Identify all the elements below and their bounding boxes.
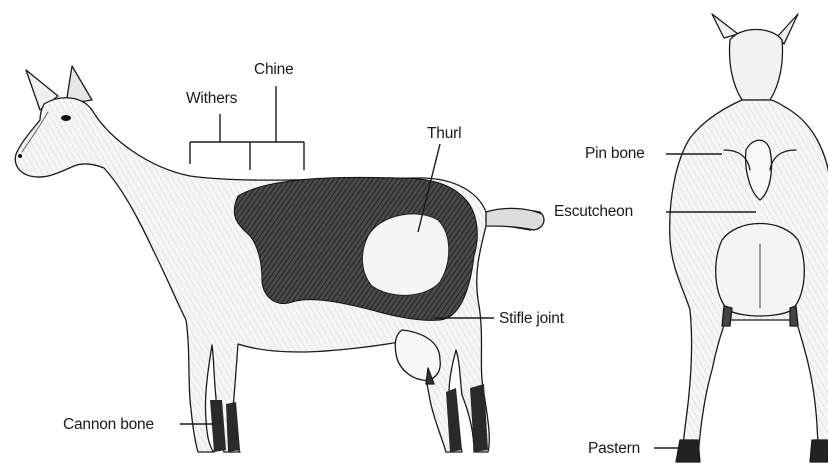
goat-tail bbox=[486, 208, 544, 230]
label-stifle-joint: Stifle joint bbox=[499, 311, 564, 327]
goat-front-leg2-shade bbox=[226, 402, 240, 452]
rear-goat-hoof-right bbox=[810, 440, 828, 462]
rear-goat-hoof-left bbox=[676, 440, 700, 462]
goat-nostril bbox=[18, 154, 22, 158]
label-withers: Withers bbox=[186, 91, 237, 107]
chine-bracket bbox=[250, 86, 304, 170]
rear-goat-teat-left bbox=[722, 306, 732, 326]
rear-goat-ear-left bbox=[712, 14, 738, 38]
label-escutcheon: Escutcheon bbox=[554, 204, 633, 220]
rear-goat-teat-right bbox=[790, 306, 798, 326]
label-pastern: Pastern bbox=[588, 441, 640, 457]
label-thurl: Thurl bbox=[427, 126, 461, 142]
label-chine: Chine bbox=[254, 62, 294, 78]
side-view-goat bbox=[15, 66, 544, 452]
goat-hind-leg2-shade bbox=[470, 384, 488, 452]
label-pin-bone: Pin bone bbox=[585, 146, 645, 162]
label-cannon-bone: Cannon bone bbox=[63, 417, 154, 433]
rear-view-goat bbox=[670, 14, 828, 462]
goat-eye bbox=[61, 115, 71, 121]
rear-goat-head bbox=[730, 30, 783, 101]
goat-thurl-patch bbox=[362, 214, 448, 295]
withers-bracket bbox=[190, 114, 250, 164]
